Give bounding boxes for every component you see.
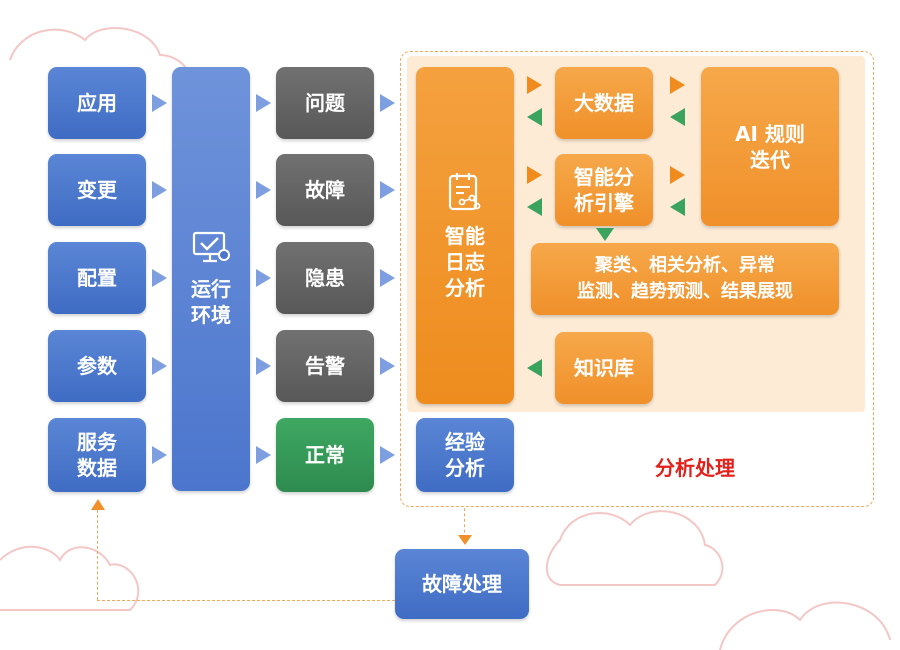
ai-rules-label: AI 规则 迭代 — [735, 121, 805, 172]
input-app[interactable]: 应用 — [48, 67, 146, 139]
arrow-fault-analysis — [380, 181, 395, 199]
input-change[interactable]: 变更 — [48, 154, 146, 226]
state-alert-label: 告警 — [305, 354, 345, 378]
state-fault[interactable]: 故障 — [276, 154, 374, 226]
arrow-app-env — [152, 94, 167, 112]
input-params[interactable]: 参数 — [48, 330, 146, 402]
runtime-environment-label: 运行 环境 — [191, 277, 231, 327]
state-fault-label: 故障 — [305, 178, 345, 202]
input-change-label: 变更 — [77, 178, 117, 202]
arrow-ai-engine — [670, 198, 685, 216]
intelligent-log-analysis-label: 智能 日志 分析 — [445, 223, 485, 300]
state-hazard-label: 隐患 — [305, 266, 345, 290]
input-app-label: 应用 — [77, 91, 117, 115]
input-config[interactable]: 配置 — [48, 242, 146, 314]
fault-handling[interactable]: 故障处理 — [395, 549, 529, 619]
analysis-engine[interactable]: 智能分 析引擎 — [555, 154, 653, 226]
analysis-methods[interactable]: 聚类、相关分析、异常 监测、趋势预测、结果展现 — [531, 243, 839, 315]
arrow-params-env — [152, 357, 167, 375]
monitor-check-icon — [192, 231, 230, 263]
knowledge-base-label: 知识库 — [574, 356, 634, 380]
arrow-bigdata-ai — [670, 76, 685, 94]
log-analysis-icon — [448, 172, 481, 210]
arrow-env-fault — [256, 181, 271, 199]
arrow-core-bigdata — [527, 76, 542, 94]
arrow-env-hazard — [256, 269, 271, 287]
arrow-core-engine — [527, 166, 542, 184]
arrow-service-env — [152, 446, 167, 464]
input-service-data[interactable]: 服务 数据 — [48, 418, 146, 492]
arrow-env-alert — [256, 357, 271, 375]
state-alert[interactable]: 告警 — [276, 330, 374, 402]
connector-analysis-fault — [464, 508, 465, 538]
arrow-engine-ai — [670, 166, 685, 184]
input-service-data-label: 服务 数据 — [77, 430, 117, 480]
runtime-environment[interactable]: 运行 环境 — [172, 67, 250, 491]
input-config-label: 配置 — [77, 266, 117, 290]
state-issue-label: 问题 — [305, 91, 345, 115]
fault-handling-label: 故障处理 — [422, 572, 502, 596]
arrow-ai-bigdata — [670, 108, 685, 126]
arrow-bigdata-core — [527, 108, 542, 126]
state-normal[interactable]: 正常 — [276, 418, 374, 492]
analysis-engine-label: 智能分 析引擎 — [574, 165, 634, 215]
arrow-issue-analysis — [380, 94, 395, 112]
arrow-engine-core — [527, 198, 542, 216]
arrow-down-fault — [458, 535, 472, 545]
state-normal-label: 正常 — [305, 443, 345, 467]
arrow-engine-methods — [596, 228, 614, 241]
section-title: 分析处理 — [655, 456, 735, 480]
arrow-knowledge-core — [527, 359, 542, 377]
intelligent-log-analysis[interactable]: 智能 日志 分析 — [416, 67, 514, 404]
analysis-dashed-border — [400, 51, 874, 507]
arrow-config-env — [152, 269, 167, 287]
analysis-methods-label: 聚类、相关分析、异常 监测、趋势预测、结果展现 — [577, 254, 793, 302]
experience-analysis[interactable]: 经验 分析 — [416, 418, 514, 492]
knowledge-base[interactable]: 知识库 — [555, 332, 653, 404]
state-issue[interactable]: 问题 — [276, 67, 374, 139]
feedback-line-vertical — [97, 510, 98, 600]
experience-analysis-label: 经验 分析 — [445, 430, 485, 480]
arrow-hazard-analysis — [380, 269, 395, 287]
arrow-change-env — [152, 181, 167, 199]
ai-rules-iteration[interactable]: AI 规则 迭代 — [701, 67, 839, 226]
arrow-alert-analysis — [380, 357, 395, 375]
big-data-label: 大数据 — [574, 91, 634, 115]
arrow-up-service-data — [91, 499, 105, 510]
arrow-env-issue — [256, 94, 271, 112]
input-params-label: 参数 — [77, 354, 117, 378]
big-data[interactable]: 大数据 — [555, 67, 653, 139]
feedback-line-horizontal — [97, 600, 395, 601]
state-hazard[interactable]: 隐患 — [276, 242, 374, 314]
arrow-normal-analysis — [380, 446, 395, 464]
arrow-env-normal — [256, 446, 271, 464]
